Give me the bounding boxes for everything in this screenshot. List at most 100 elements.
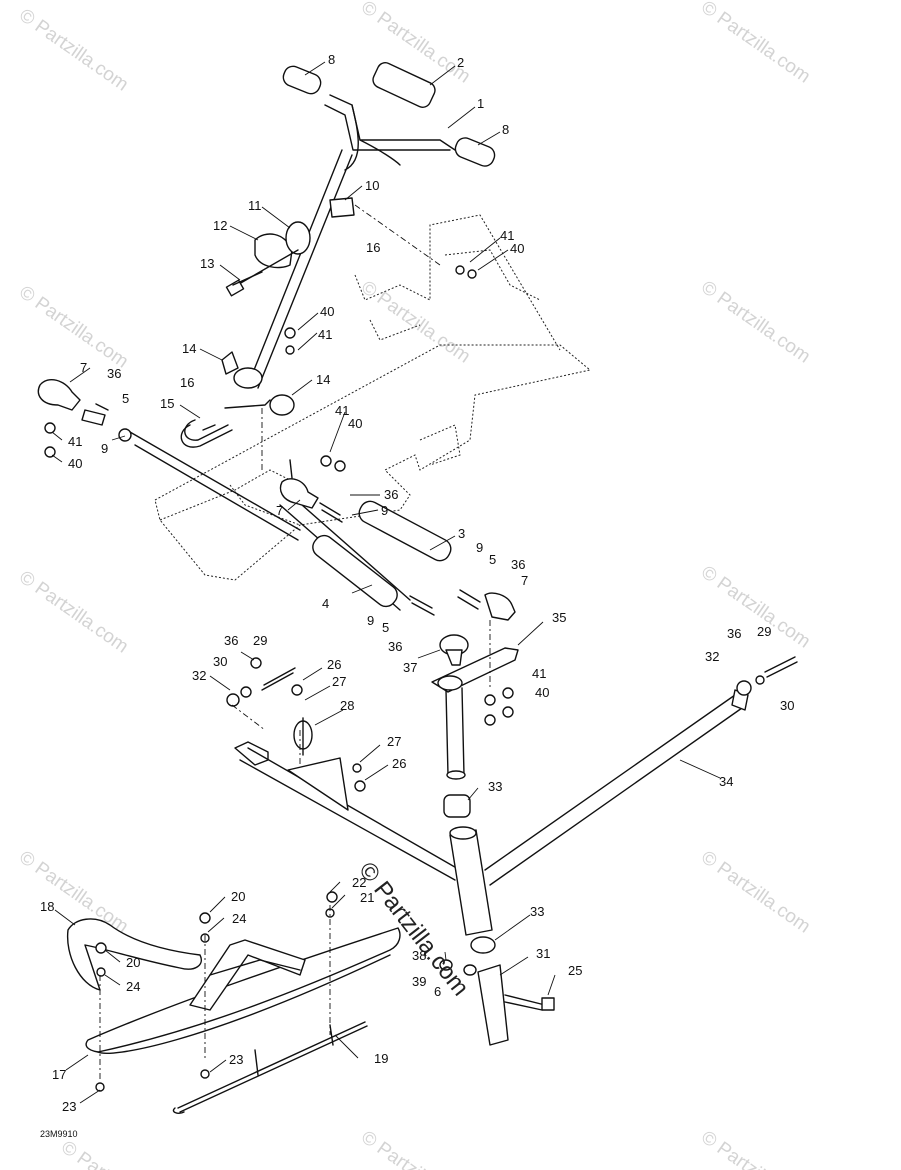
callout-9: 9 bbox=[476, 540, 483, 555]
callout-25: 25 bbox=[568, 963, 582, 978]
callout-7: 7 bbox=[521, 573, 528, 588]
ski-leg-assembly bbox=[234, 634, 749, 1046]
callout-36: 36 bbox=[727, 626, 741, 641]
ski-leg bbox=[477, 964, 509, 1046]
watermark: © Partzilla.com bbox=[697, 847, 814, 938]
tie-rod-sleeve-3 bbox=[358, 500, 452, 562]
callout-35: 35 bbox=[552, 610, 566, 625]
callout-30: 30 bbox=[780, 698, 794, 713]
ball-joint-left bbox=[37, 378, 81, 411]
bushing bbox=[233, 367, 263, 389]
ball-joint-right bbox=[484, 592, 516, 621]
callout-1: 1 bbox=[477, 96, 484, 111]
callout-20: 20 bbox=[231, 889, 245, 904]
watermark: © Partzilla.com bbox=[15, 567, 132, 658]
callout-9: 9 bbox=[101, 441, 108, 456]
callout-16: 16 bbox=[180, 375, 194, 390]
callout-5: 5 bbox=[122, 391, 129, 406]
watermark: © Partzilla.com bbox=[15, 5, 132, 96]
front-arm-frame bbox=[234, 741, 269, 766]
callout-13: 13 bbox=[200, 256, 214, 271]
ski-saddle bbox=[189, 939, 306, 1011]
callout-7: 7 bbox=[276, 503, 283, 518]
watermark: © Partzilla.com bbox=[697, 1127, 814, 1170]
callout-29: 29 bbox=[757, 624, 771, 639]
tie-rod-upper bbox=[129, 431, 301, 541]
callout-23: 23 bbox=[229, 1052, 243, 1067]
callout-labels: 8 2 1 8 10 11 12 16 41 40 13 40 41 14 16… bbox=[40, 52, 794, 1114]
callout-8: 8 bbox=[502, 122, 509, 137]
handlebar-assembly bbox=[180, 62, 496, 448]
callout-40: 40 bbox=[68, 456, 82, 471]
watermark-layer: © Partzilla.com © Partzilla.com © Partzi… bbox=[15, 0, 814, 1170]
callout-4: 4 bbox=[322, 596, 329, 611]
callout-17: 17 bbox=[52, 1067, 66, 1082]
bushing-33 bbox=[443, 794, 471, 818]
ski-handle bbox=[66, 918, 202, 991]
callout-21: 21 bbox=[360, 890, 374, 905]
callout-28: 28 bbox=[340, 698, 354, 713]
callout-36: 36 bbox=[511, 557, 525, 572]
callout-41: 41 bbox=[318, 327, 332, 342]
wear-bar bbox=[177, 1021, 368, 1113]
callout-23: 23 bbox=[62, 1099, 76, 1114]
callout-14: 14 bbox=[316, 372, 330, 387]
callout-41: 41 bbox=[68, 434, 82, 449]
callout-20: 20 bbox=[126, 955, 140, 970]
ski bbox=[66, 918, 401, 1114]
callout-39: 39 bbox=[412, 974, 426, 989]
callout-27: 27 bbox=[332, 674, 346, 689]
callout-37: 37 bbox=[403, 660, 417, 675]
callout-36: 36 bbox=[384, 487, 398, 502]
fasteners bbox=[44, 265, 798, 1092]
grip-right bbox=[454, 137, 496, 167]
callout-6: 6 bbox=[434, 984, 441, 999]
watermark: © Partzilla.com bbox=[697, 277, 814, 368]
callout-36: 36 bbox=[388, 639, 402, 654]
callout-29: 29 bbox=[253, 633, 267, 648]
callout-41: 41 bbox=[335, 403, 349, 418]
watermark: © Partzilla.com bbox=[357, 277, 474, 368]
watermark: © Partzilla.com bbox=[697, 562, 814, 653]
u-bolt bbox=[184, 419, 229, 441]
callout-36: 36 bbox=[107, 366, 121, 381]
ball-joint-center bbox=[279, 478, 319, 509]
callout-40: 40 bbox=[510, 241, 524, 256]
callout-40: 40 bbox=[535, 685, 549, 700]
a-arm-left bbox=[239, 747, 461, 881]
handlebar-pad bbox=[372, 62, 436, 108]
a-arm-right bbox=[484, 694, 743, 886]
callout-32: 32 bbox=[192, 668, 206, 683]
callout-12: 12 bbox=[213, 218, 227, 233]
column-clamp bbox=[329, 197, 355, 218]
callout-34: 34 bbox=[719, 774, 733, 789]
watermark: © Partzilla.com bbox=[357, 1127, 474, 1170]
bushing-33b bbox=[470, 936, 496, 954]
tie-rod-sleeve-4 bbox=[312, 534, 398, 608]
callout-27: 27 bbox=[387, 734, 401, 749]
callout-36: 36 bbox=[224, 633, 238, 648]
tie-rods bbox=[37, 378, 516, 621]
callout-19: 19 bbox=[374, 1051, 388, 1066]
watermark: © Partzilla.com bbox=[697, 0, 814, 88]
callout-26: 26 bbox=[327, 657, 341, 672]
spindle bbox=[445, 687, 465, 776]
callout-32: 32 bbox=[705, 649, 719, 664]
watermark: © Partzilla.com bbox=[57, 1137, 174, 1170]
callout-41: 41 bbox=[500, 228, 514, 243]
callout-33: 33 bbox=[530, 904, 544, 919]
callout-9: 9 bbox=[381, 503, 388, 518]
callout-33: 33 bbox=[488, 779, 502, 794]
callout-16: 16 bbox=[366, 240, 380, 255]
callout-7: 7 bbox=[80, 360, 87, 375]
chassis-frame bbox=[154, 214, 592, 581]
callout-41: 41 bbox=[532, 666, 546, 681]
callout-10: 10 bbox=[365, 178, 379, 193]
callout-22: 22 bbox=[352, 875, 366, 890]
callout-40: 40 bbox=[320, 304, 334, 319]
leg-tube bbox=[449, 829, 493, 936]
leader-lines bbox=[51, 61, 721, 1104]
callout-26: 26 bbox=[392, 756, 406, 771]
drawing-code: 23M9910 bbox=[40, 1129, 78, 1139]
